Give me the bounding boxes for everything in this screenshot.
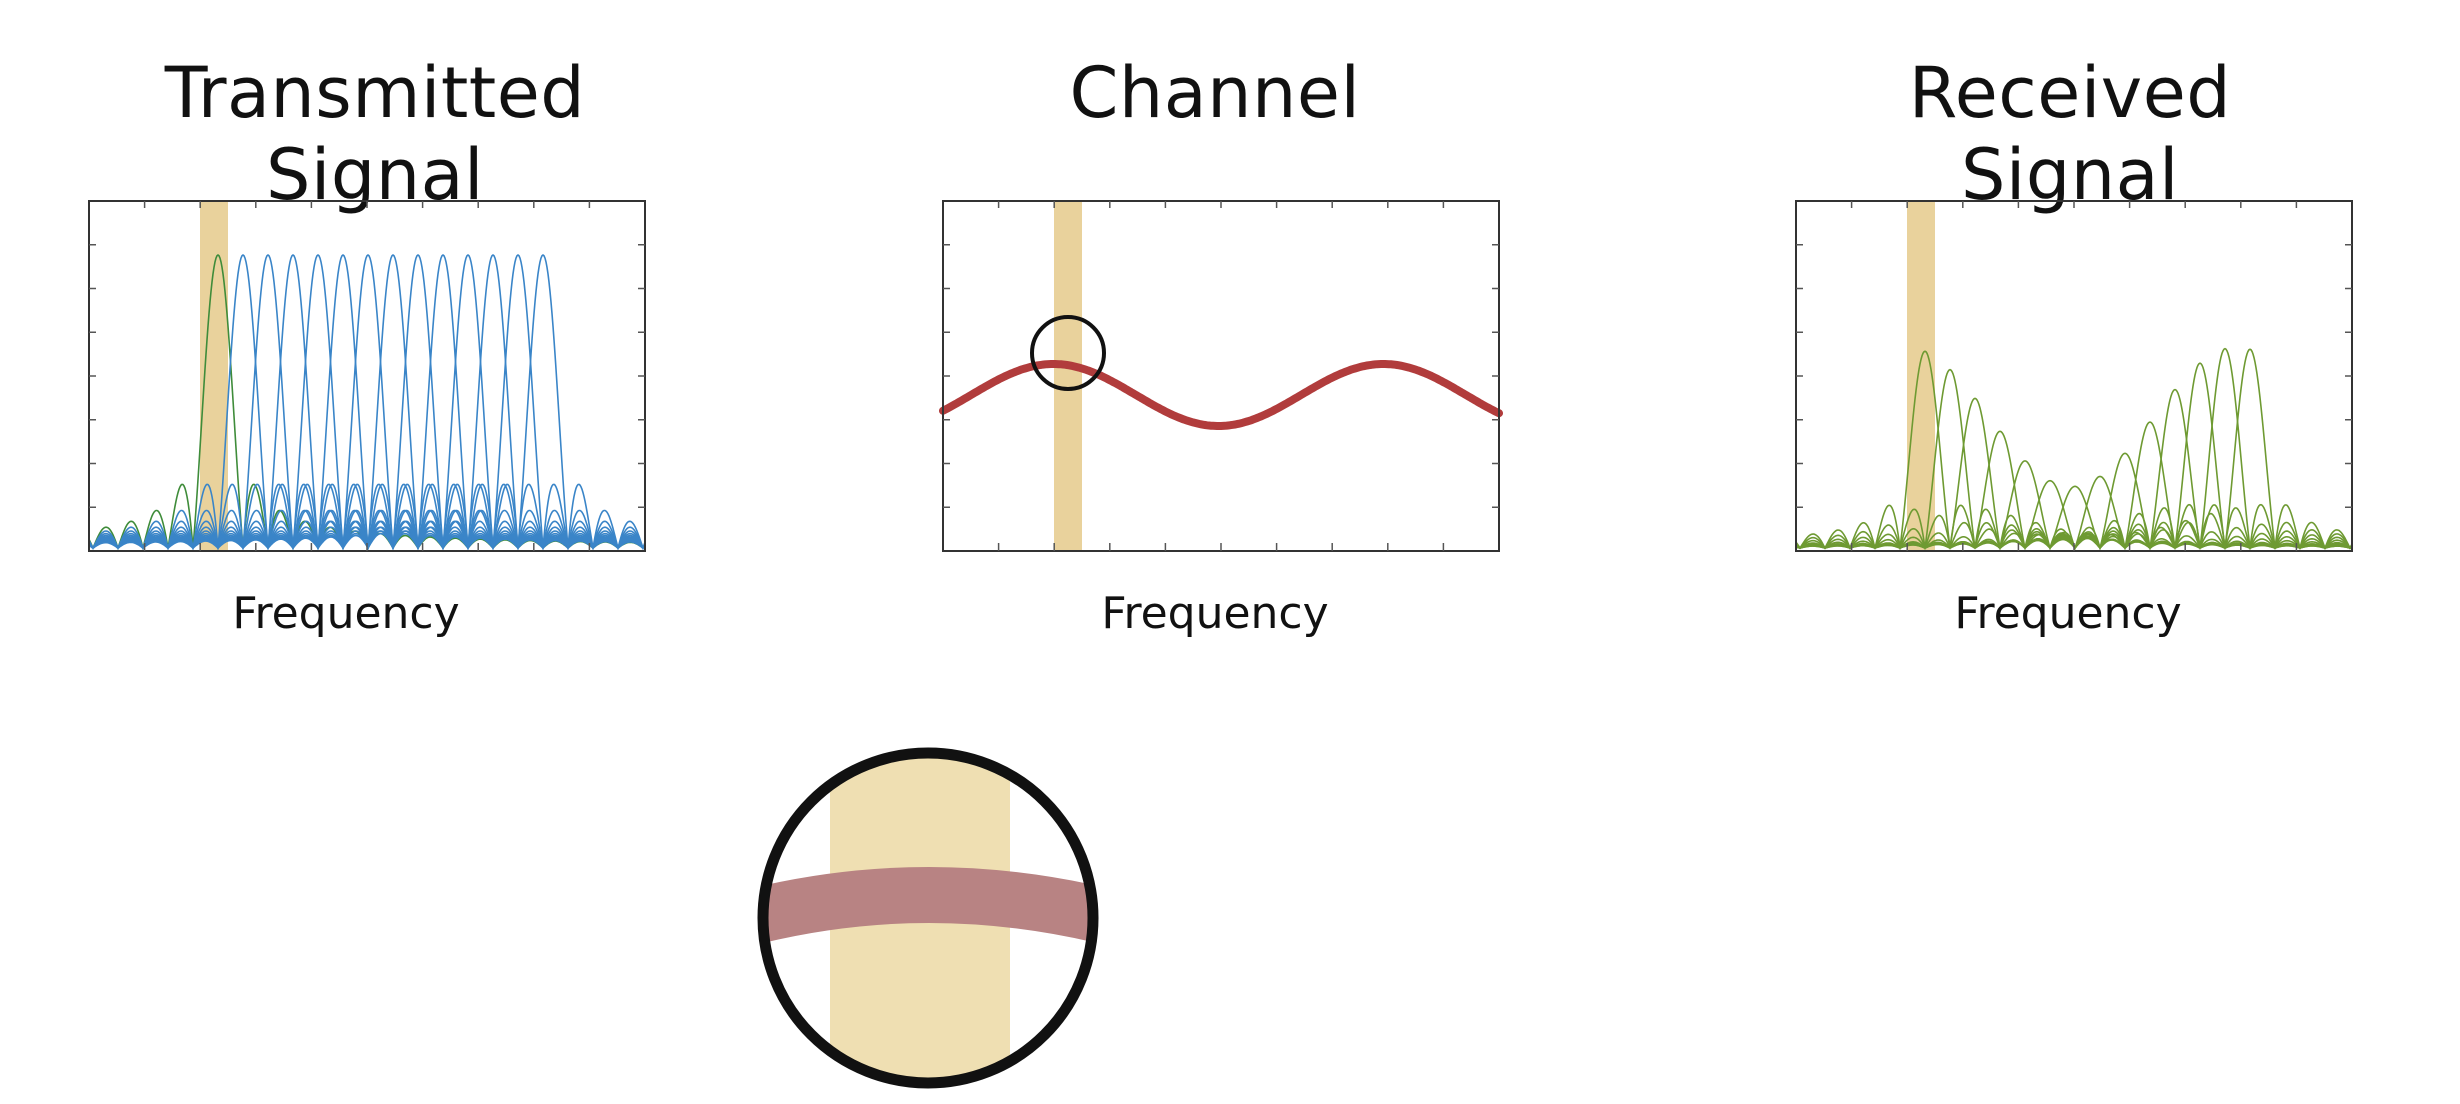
transmitted-subcarrier [88,253,646,552]
transmitted-subcarrier [88,253,646,552]
transmitted-subcarrier [88,253,646,552]
channel-xlabel: Frequency [1101,588,1329,639]
transmitted-subcarrier [88,253,646,552]
received-subcarrier [1795,397,2353,551]
channel-title: Channel [1069,52,1361,134]
transmitted-title: Transmitted Signal [164,52,586,216]
transmitted-subcarrier [88,253,646,552]
transmitted-subcarrier [88,253,646,552]
rx-highlight-band [1907,201,1935,551]
zoom-channel-segment [763,867,1093,948]
received-title: Received Signal [1908,52,2232,216]
ch-highlight-band [1054,201,1082,551]
received-signal-plot [1795,200,2353,552]
rx-frame [1795,200,2353,552]
zoom-detail-circle [757,747,1099,1089]
transmitted-subcarrier [88,253,646,552]
transmitted-subcarrier [88,253,646,552]
channel-plot [939,200,1503,552]
transmitted-subcarrier [88,253,646,552]
channel-response-curve [939,360,1503,430]
received-xlabel: Frequency [1954,588,2182,639]
transmitted-signal-plot [88,200,646,552]
transmitted-subcarrier [88,253,646,552]
zoom-circle-outline [757,747,1099,1089]
received-subcarrier [1795,460,2353,551]
transmitted-subcarrier [88,253,646,552]
received-subcarrier [1795,347,2353,551]
transmitted-subcarrier [88,253,646,552]
ch-frame [942,200,1500,552]
transmitted-xlabel: Frequency [232,588,460,639]
tx-frame [88,200,646,552]
transmitted-subcarrier [88,253,646,552]
zoom-source-circle [1030,315,1106,391]
received-subcarrier [1795,348,2353,551]
zoom-contents [763,753,1093,1083]
transmitted-subcarrier [88,253,646,552]
received-subcarrier [1795,350,2353,551]
